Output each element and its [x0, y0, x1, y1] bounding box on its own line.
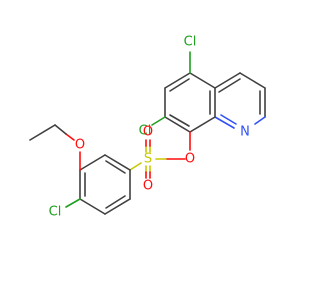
structure-canvas: Cl Cl N O S O O O Cl — [29, 34, 266, 220]
ester-oxygen-atom-label: O — [185, 152, 195, 167]
quinoline-benzene-ring — [164, 72, 216, 133]
quinoline-pyridine-ring — [214, 72, 266, 129]
ethoxyphenyl-ring — [79, 154, 131, 215]
nitrogen-atom-label: N — [240, 125, 250, 140]
quinoline-substituent-bonds — [151, 51, 191, 151]
molecule-structure: Cl Cl N O S O O O Cl — [29, 35, 266, 220]
ethoxy-chloro-bonds — [29, 124, 81, 208]
sulfonyl-oxygen-atom-label: O — [143, 179, 153, 194]
chlorine-atom-label: Cl — [49, 205, 62, 220]
ether-oxygen-atom-label: O — [75, 138, 85, 153]
chlorine-atom-label: Cl — [184, 35, 197, 50]
chlorine-atom-label: Cl — [139, 124, 152, 139]
sulfonyl-oxygen-atom-label: O — [143, 125, 153, 140]
sulfur-atom-label: S — [144, 152, 152, 167]
sulfonate-bonds — [129, 139, 186, 179]
